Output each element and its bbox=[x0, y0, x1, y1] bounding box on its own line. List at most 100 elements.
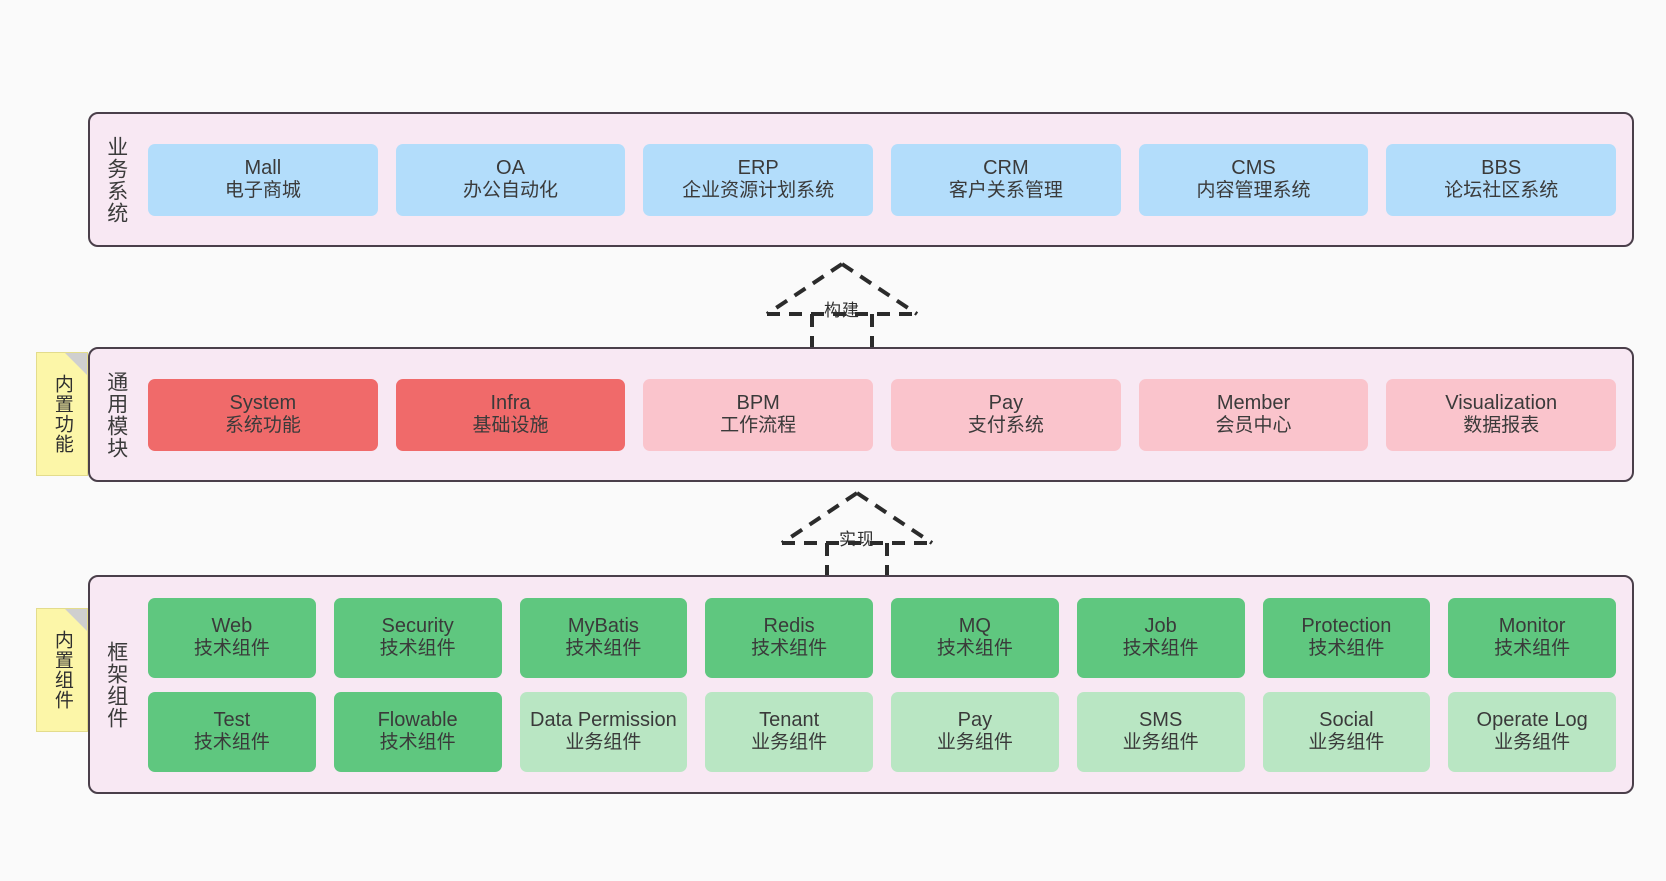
node-title: Monitor bbox=[1498, 615, 1566, 638]
node-subtitle: 业务组件 bbox=[1308, 732, 1385, 754]
node-web[interactable]: Web 技术组件 bbox=[148, 597, 316, 678]
node-visualization[interactable]: Visualization 数据报表 bbox=[1386, 378, 1617, 451]
tier-body-modules: System 系统功能 Infra 基础设施 BPM 工作流程 Pay 支付系统… bbox=[142, 349, 1632, 480]
node-title: CMS bbox=[1231, 157, 1276, 180]
node-system[interactable]: System 系统功能 bbox=[148, 378, 378, 451]
node-subtitle: 业务组件 bbox=[751, 732, 828, 754]
node-subtitle: 会员中心 bbox=[1215, 415, 1292, 437]
node-title: Pay bbox=[988, 392, 1024, 415]
node-title: Member bbox=[1216, 392, 1291, 415]
node-title: Security bbox=[381, 615, 454, 638]
tier-body-business: Mall 电子商城 OA 办公自动化 ERP 企业资源计划系统 CRM 客户关系… bbox=[142, 114, 1632, 245]
node-subtitle: 业务组件 bbox=[565, 732, 642, 754]
node-subtitle: 支付系统 bbox=[967, 415, 1044, 437]
connector-implement-label: 实现 bbox=[839, 530, 875, 549]
tier-label-framework: 框架组件 bbox=[104, 640, 128, 729]
node-title: BBS bbox=[1481, 157, 1522, 180]
node-title: Data Permission bbox=[530, 709, 677, 732]
node-subtitle: 技术组件 bbox=[1308, 638, 1385, 660]
node-erp[interactable]: ERP 企业资源计划系统 bbox=[643, 143, 874, 216]
node-title: MyBatis bbox=[567, 615, 639, 638]
node-crm[interactable]: CRM 客户关系管理 bbox=[891, 143, 1121, 216]
node-subtitle: 企业资源计划系统 bbox=[682, 180, 835, 202]
node-subtitle: 系统功能 bbox=[224, 415, 301, 437]
node-title: Redis bbox=[763, 615, 815, 638]
node-subtitle: 技术组件 bbox=[936, 638, 1013, 660]
node-title: MQ bbox=[958, 615, 991, 638]
node-subtitle: 技术组件 bbox=[1122, 638, 1199, 660]
node-mq[interactable]: MQ 技术组件 bbox=[891, 597, 1059, 678]
node-title: OA bbox=[496, 157, 525, 180]
node-data-permission[interactable]: Data Permission 业务组件 bbox=[519, 691, 688, 772]
node-subtitle: 客户关系管理 bbox=[948, 180, 1063, 202]
node-title: Pay bbox=[957, 709, 993, 732]
node-subtitle: 基础设施 bbox=[472, 415, 549, 437]
node-title: Tenant bbox=[759, 709, 820, 732]
node-subtitle: 技术组件 bbox=[751, 638, 828, 660]
node-subtitle: 技术组件 bbox=[1494, 638, 1571, 660]
node-title: Flowable bbox=[377, 709, 458, 732]
node-subtitle: 内容管理系统 bbox=[1196, 180, 1311, 202]
node-title: System bbox=[229, 392, 297, 415]
node-test[interactable]: Test 技术组件 bbox=[148, 691, 316, 772]
node-title: Job bbox=[1144, 615, 1177, 638]
node-protection[interactable]: Protection 技术组件 bbox=[1262, 597, 1431, 678]
connector-build-arrow: 构建 bbox=[757, 258, 927, 353]
node-title: Visualization bbox=[1445, 392, 1558, 415]
note-label: 内置功能 bbox=[51, 374, 73, 454]
node-mybatis[interactable]: MyBatis 技术组件 bbox=[519, 597, 688, 678]
tier-row: Web 技术组件 Security 技术组件 MyBatis 技术组件 Redi… bbox=[148, 597, 1616, 678]
node-social[interactable]: Social 业务组件 bbox=[1262, 691, 1431, 772]
node-title: Infra bbox=[490, 392, 531, 415]
node-subtitle: 技术组件 bbox=[379, 638, 456, 660]
node-title: Mall bbox=[244, 157, 282, 180]
node-subtitle: 办公自动化 bbox=[463, 180, 559, 202]
note-builtin-components: 内置组件 bbox=[36, 608, 88, 732]
node-security[interactable]: Security 技术组件 bbox=[333, 597, 502, 678]
node-title: SMS bbox=[1138, 709, 1183, 732]
node-subtitle: 业务组件 bbox=[1494, 732, 1571, 754]
node-tenant[interactable]: Tenant 业务组件 bbox=[705, 691, 873, 772]
tier-framework-components: 框架组件 Web 技术组件 Security 技术组件 MyBatis 技术组件… bbox=[88, 575, 1634, 794]
node-subtitle: 技术组件 bbox=[565, 638, 642, 660]
node-subtitle: 技术组件 bbox=[193, 732, 270, 754]
node-cms[interactable]: CMS 内容管理系统 bbox=[1138, 143, 1369, 216]
node-subtitle: 数据报表 bbox=[1463, 415, 1540, 437]
node-subtitle: 业务组件 bbox=[936, 732, 1013, 754]
node-operate-log[interactable]: Operate Log 业务组件 bbox=[1448, 691, 1616, 772]
node-oa[interactable]: OA 办公自动化 bbox=[395, 143, 626, 216]
node-pay-component[interactable]: Pay 业务组件 bbox=[891, 691, 1059, 772]
node-job[interactable]: Job 技术组件 bbox=[1076, 597, 1245, 678]
node-bbs[interactable]: BBS 论坛社区系统 bbox=[1386, 143, 1617, 216]
node-redis[interactable]: Redis 技术组件 bbox=[705, 597, 873, 678]
tier-row: System 系统功能 Infra 基础设施 BPM 工作流程 Pay 支付系统… bbox=[148, 378, 1617, 451]
node-title: Protection bbox=[1301, 615, 1392, 638]
node-subtitle: 业务组件 bbox=[1122, 732, 1199, 754]
connector-implement-arrow: 实现 bbox=[772, 487, 942, 582]
node-title: ERP bbox=[737, 157, 779, 180]
node-mall[interactable]: Mall 电子商城 bbox=[148, 143, 378, 216]
node-title: Test bbox=[213, 709, 251, 732]
node-subtitle: 电子商城 bbox=[224, 180, 301, 202]
node-flowable[interactable]: Flowable 技术组件 bbox=[333, 691, 502, 772]
node-subtitle: 工作流程 bbox=[720, 415, 797, 437]
node-pay-module[interactable]: Pay 支付系统 bbox=[891, 378, 1121, 451]
tier-common-modules: 通用模块 System 系统功能 Infra 基础设施 BPM 工作流程 Pay… bbox=[88, 347, 1634, 482]
node-title: CRM bbox=[983, 157, 1029, 180]
tier-label-business: 业务系统 bbox=[104, 135, 128, 224]
connector-build-label: 构建 bbox=[824, 301, 860, 320]
node-subtitle: 论坛社区系统 bbox=[1444, 180, 1559, 202]
node-infra[interactable]: Infra 基础设施 bbox=[395, 378, 626, 451]
node-subtitle: 技术组件 bbox=[379, 732, 456, 754]
node-member[interactable]: Member 会员中心 bbox=[1138, 378, 1369, 451]
tier-body-framework: Web 技术组件 Security 技术组件 MyBatis 技术组件 Redi… bbox=[142, 577, 1632, 792]
node-subtitle: 技术组件 bbox=[193, 638, 270, 660]
node-bpm[interactable]: BPM 工作流程 bbox=[643, 378, 874, 451]
node-monitor[interactable]: Monitor 技术组件 bbox=[1448, 597, 1616, 678]
note-builtin-functions: 内置功能 bbox=[36, 352, 88, 476]
node-sms[interactable]: SMS 业务组件 bbox=[1076, 691, 1245, 772]
tier-row: Mall 电子商城 OA 办公自动化 ERP 企业资源计划系统 CRM 客户关系… bbox=[148, 143, 1617, 216]
note-label: 内置组件 bbox=[51, 630, 73, 710]
tier-label-modules: 通用模块 bbox=[104, 370, 128, 459]
